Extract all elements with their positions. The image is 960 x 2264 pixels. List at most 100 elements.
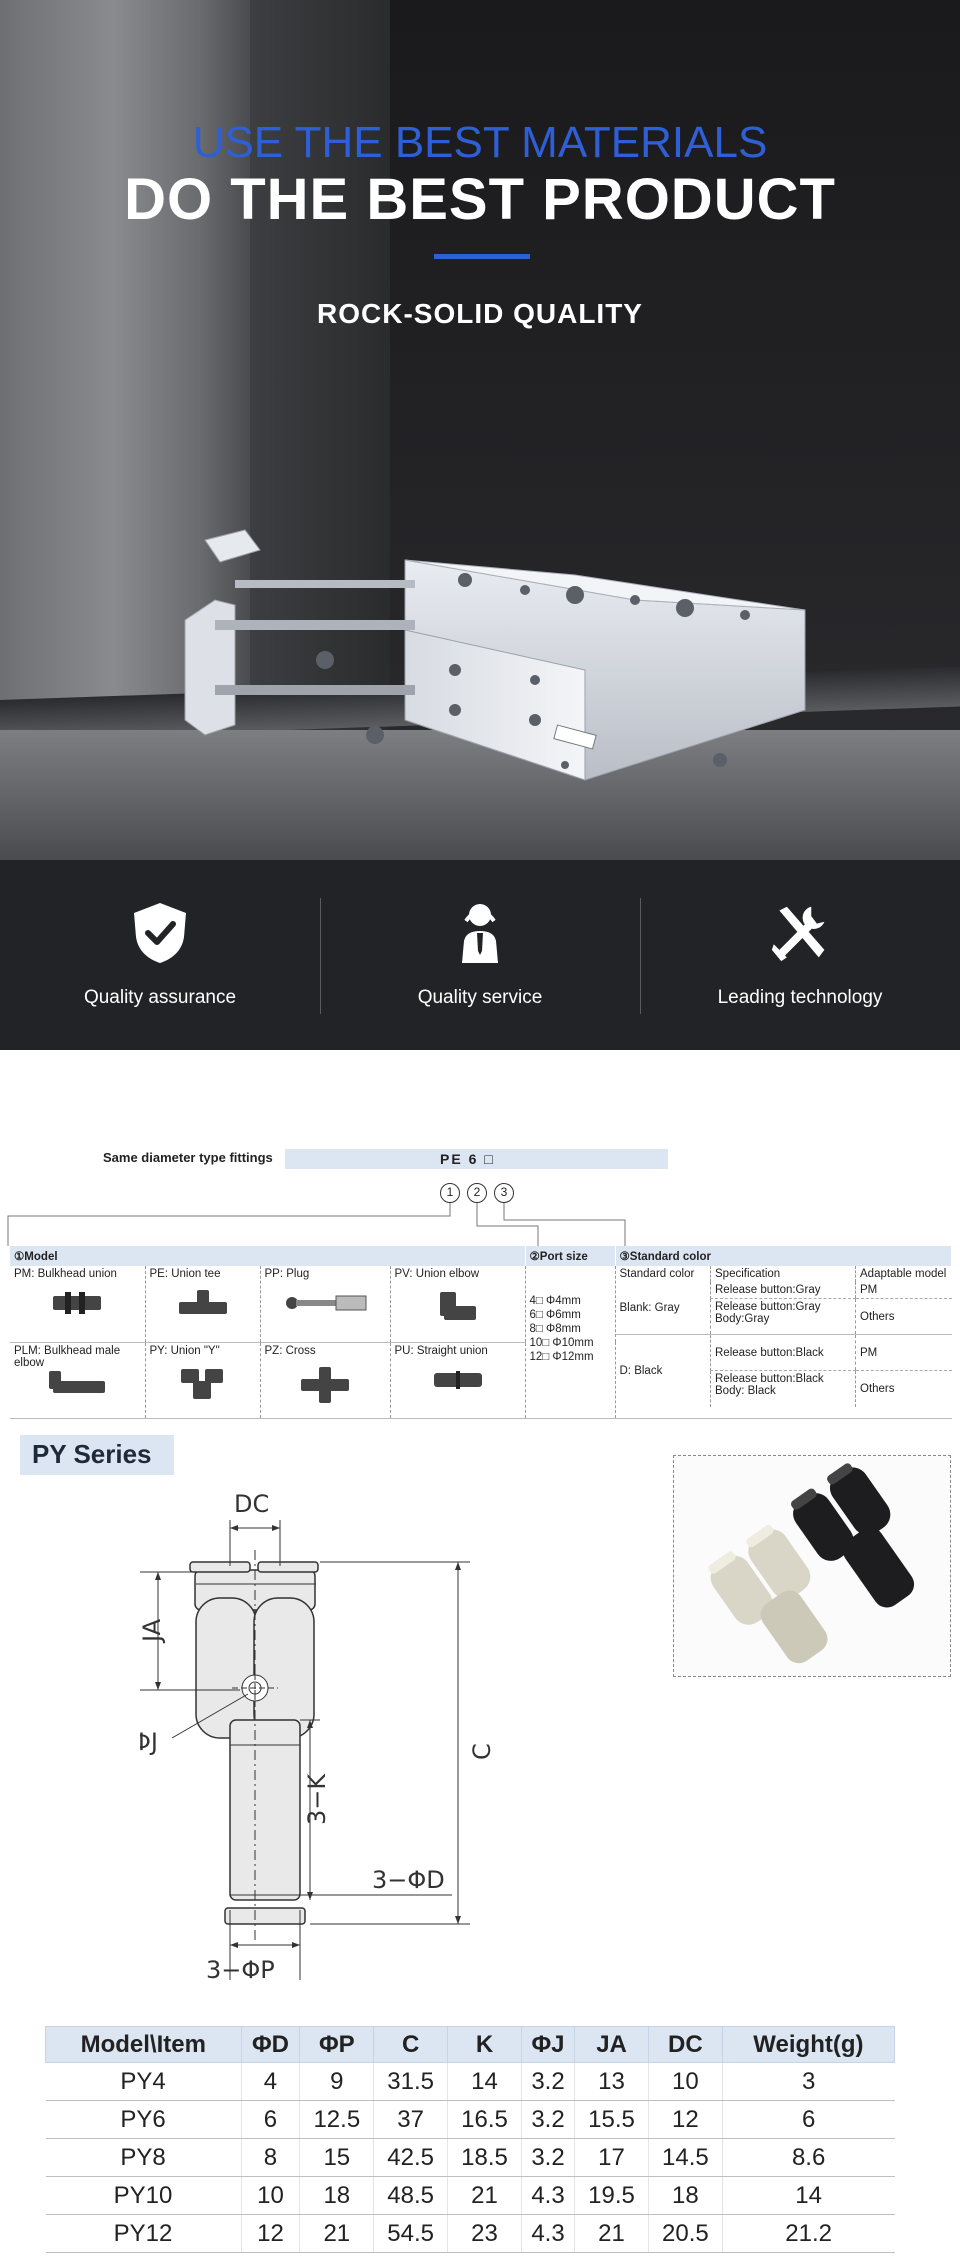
py-product-photo [673, 1455, 951, 1677]
table-cell: 16.5 [447, 2100, 522, 2139]
part-number-bar [285, 1149, 668, 1169]
dimension-header-row: Model\Item ΦD ΦP C K ΦJ JA DC Weight(g) [45, 2026, 896, 2063]
label-phij: ΦJ [140, 1728, 158, 1756]
shield-check-icon [134, 903, 186, 963]
feature-quality-service: Quality service [320, 860, 640, 1050]
catalog-sheet: Same diameter type fittings PE 6 □ 1 2 3… [0, 1050, 960, 2264]
table-cell: 15 [299, 2138, 374, 2177]
standard-color-block: Standard color Specification Adaptable m… [614, 1266, 952, 1419]
table-cell: 19.5 [574, 2176, 649, 2215]
table-cell: 6 [240, 2100, 300, 2139]
service-person-icon [462, 904, 498, 963]
table-cell: 21 [447, 2176, 522, 2215]
table-cell: 21.2 [721, 2214, 895, 2253]
model-cell-py: PY: Union "Y" [144, 1342, 260, 1419]
table-cell: 4 [240, 2062, 300, 2101]
table-cell: 23 [447, 2214, 522, 2253]
table-cell: 48.5 [373, 2176, 448, 2215]
table-cell: 18 [647, 2176, 723, 2215]
model-header: ①Model [10, 1246, 526, 1266]
label-phid: 3−ΦD [372, 1866, 445, 1894]
label-ja: JA [140, 1618, 166, 1644]
plug-icon [286, 1295, 367, 1311]
hero-accent-bar [434, 254, 530, 259]
color-table: Standard color Specification Adaptable m… [615, 1266, 952, 1407]
hero-tagline: USE THE BEST MATERIALS [192, 118, 768, 167]
label-dc: DC [234, 1490, 269, 1518]
marker-2: 2 [467, 1183, 487, 1203]
part-number-code: PE 6 □ [440, 1151, 495, 1167]
table-cell: 3.2 [520, 2100, 575, 2139]
model-cell-pe: PE: Union tee [144, 1266, 260, 1343]
model-cell-pm: PM: Bulkhead union [10, 1266, 145, 1343]
table-cell: 17 [574, 2138, 649, 2177]
feature-label: Quality service [417, 987, 543, 1008]
dimension-table: Model\Item ΦD ΦP C K ΦJ JA DC Weight(g) … [45, 2026, 896, 2253]
marker-3: 3 [494, 1183, 514, 1203]
model-cell-pv: PV: Union elbow [389, 1266, 525, 1343]
table-cell: 10 [240, 2176, 300, 2215]
py-dimension-drawing: DC JA C ΦJ 3−K 3−ΦD 3−ΦP [140, 1490, 496, 1984]
bulkhead-male-elbow-icon [49, 1370, 106, 1393]
table-cell: 12 [240, 2214, 300, 2253]
union-tee-icon [178, 1290, 227, 1314]
table-cell: 18.5 [447, 2138, 522, 2177]
color-gray: Blank: Gray [615, 1282, 711, 1335]
table-cell: PY10 [45, 2176, 242, 2215]
table-cell: 31.5 [373, 2062, 448, 2101]
table-cell: 14 [721, 2176, 895, 2215]
part-number-label: Same diameter type fittings [103, 1150, 273, 1165]
table-cell: 14 [447, 2062, 522, 2101]
shelf-surface [0, 730, 960, 860]
standard-color-header: ③Standard color [615, 1246, 952, 1266]
table-cell: 3 [721, 2062, 895, 2101]
label-phip: 3−ΦP [206, 1956, 275, 1984]
table-cell: 54.5 [373, 2214, 448, 2253]
port-size-list: 4□ Φ4mm 6□ Φ6mm 8□ Φ8mm 10□ Φ10mm 12□ Φ1… [524, 1266, 615, 1419]
label-c: C [468, 1743, 496, 1760]
callout-lines [7, 1203, 626, 1246]
model-cell-pp: PP: Plug [259, 1266, 390, 1343]
hero-banner: USE THE BEST MATERIALS DO THE BEST PRODU… [0, 0, 960, 860]
table-cell: PY12 [45, 2214, 242, 2253]
table-cell: 21 [299, 2214, 374, 2253]
table-cell: 12 [647, 2100, 723, 2139]
table-cell: 18 [299, 2176, 374, 2215]
py-fittings-image [708, 1463, 915, 1664]
marker-1: 1 [440, 1183, 460, 1203]
tools-icon [771, 906, 825, 962]
label-k: 3−K [303, 1773, 331, 1825]
model-cell-pz: PZ: Cross [259, 1342, 390, 1419]
model-cell-pu: PU: Straight union [389, 1342, 525, 1419]
table-cell: 4.3 [520, 2176, 575, 2215]
table-cell: 10 [647, 2062, 723, 2101]
table-cell: 15.5 [574, 2100, 649, 2139]
table-cell: 37 [373, 2100, 448, 2139]
table-cell: PY4 [45, 2062, 242, 2101]
table-cell: 6 [721, 2100, 895, 2139]
table-cell: 9 [299, 2062, 374, 2101]
table-cell: 21 [574, 2214, 649, 2253]
pneumatic-slide-cylinder-image [184, 529, 806, 781]
feature-label: Leading technology [717, 987, 883, 1008]
table-cell: 8 [240, 2138, 300, 2177]
features-strip: Quality assurance Quality service Leadin… [0, 860, 960, 1050]
table-cell: 20.5 [647, 2214, 723, 2253]
table-cell: 12.5 [299, 2100, 374, 2139]
hero-title: DO THE BEST PRODUCT [124, 167, 836, 232]
series-title: PY Series [20, 1435, 174, 1475]
color-black: D: Black [619, 1364, 663, 1377]
union-elbow-icon [439, 1292, 476, 1320]
model-cell-plm: PLM: Bulkhead male elbow [10, 1342, 145, 1419]
table-cell: 8.6 [721, 2138, 895, 2177]
table-cell: 42.5 [373, 2138, 448, 2177]
spec-table: ①Model ②Port size ③Standard color PM: Bu… [10, 1246, 952, 1419]
table-cell: PY8 [45, 2138, 242, 2177]
table-cell: 3.2 [520, 2138, 575, 2177]
table-cell: 14.5 [647, 2138, 723, 2177]
